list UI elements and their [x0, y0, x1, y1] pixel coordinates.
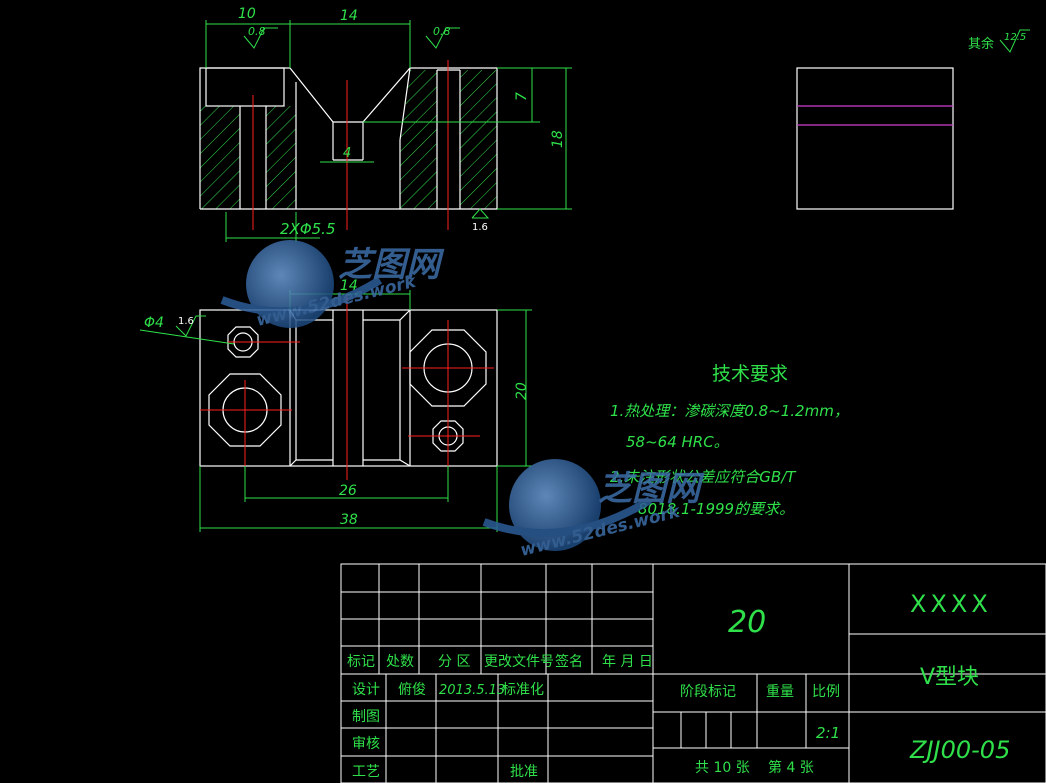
- hatch-left: [200, 106, 240, 209]
- rough-small-hole: 1.6: [178, 316, 194, 327]
- tb-designer-label: 设计: [352, 682, 380, 698]
- tb-header-0: 标记: [347, 654, 375, 670]
- dim-plan-groove: 14: [340, 278, 358, 294]
- title-block-text: 标记 处数 分 区 更改文件号 签名 年 月 日 设计 俯俊 2013.5.13…: [347, 590, 1010, 780]
- hatch-right: [460, 70, 497, 209]
- tb-process-label: 工艺: [352, 764, 380, 780]
- rough-bottom: 1.6: [472, 222, 488, 233]
- tb-company: XXXX: [910, 590, 992, 618]
- tb-sheets-total: 共 10 张: [695, 760, 750, 776]
- watermark-1: 芝图网 www.52des.work: [220, 240, 445, 331]
- tb-part-name: V型块: [920, 665, 979, 690]
- tb-sheet-index: 第 4 张: [768, 759, 814, 776]
- hex-left-large: [208, 373, 282, 447]
- tech-title: 技术要求: [712, 363, 788, 385]
- tech-line-3: 2.未注形状公差应符合GB/T: [610, 468, 797, 486]
- dim-height: 18: [550, 130, 566, 148]
- dim-hole-spec: 2XΦ5.5: [280, 220, 335, 238]
- rough-top-right: 0.8: [433, 25, 451, 38]
- dim-hole-spacing: 26: [339, 483, 357, 499]
- dim-groove-bottom: 4: [343, 146, 351, 161]
- hex-small-left: [227, 326, 259, 358]
- roughness-other-value: 12.5: [1004, 32, 1026, 43]
- tb-weight-label: 重量: [766, 684, 794, 700]
- tb-review-label: 审核: [352, 736, 380, 752]
- tech-line-2: 58~64 HRC。: [626, 433, 729, 451]
- side-view: [796, 67, 954, 210]
- watermark-brand-1: 芝图网: [338, 245, 445, 285]
- hex-right-large: [409, 329, 487, 407]
- plan-outline: [199, 309, 498, 467]
- hatch-right-inner: [400, 70, 437, 209]
- rough-top-left: 0.8: [248, 25, 266, 38]
- tb-draw-label: 制图: [352, 709, 380, 725]
- tb-approve-label: 批准: [510, 764, 538, 780]
- tb-drawing-no: ZJJ00-05: [909, 736, 1010, 764]
- tb-designer-name: 俯俊: [398, 682, 426, 698]
- tb-header-5: 年 月 日: [602, 654, 653, 670]
- front-outline: [199, 67, 498, 210]
- tb-header-3: 更改文件号: [484, 654, 554, 670]
- tech-line-4: 8018.1-1999的要求。: [638, 500, 794, 518]
- tb-material: 20: [728, 605, 766, 640]
- dim-top-left: 10: [238, 6, 256, 22]
- tb-stage-label: 阶段标记: [680, 684, 736, 700]
- tb-scale-label: 比例: [812, 684, 840, 700]
- title-block: [340, 563, 1046, 783]
- watermark-brand-2: 芝图网: [598, 469, 705, 509]
- hatch-left-inner: [266, 106, 296, 209]
- dim-plan-height: 20: [514, 382, 530, 400]
- tb-header-4: 签名: [555, 653, 583, 670]
- tb-header-1: 处数: [386, 654, 414, 670]
- front-view: [199, 60, 498, 230]
- hex-small-right: [432, 420, 464, 452]
- dim-small-hole: Φ4: [144, 315, 164, 331]
- roughness-other-label: 其余: [968, 36, 994, 52]
- counterbore-left: [205, 67, 285, 107]
- plan-view: [199, 295, 498, 480]
- dim-overall-length: 38: [340, 512, 358, 528]
- tb-standardize-label: 标准化: [502, 682, 544, 698]
- tb-scale-value: 2:1: [816, 724, 840, 742]
- tech-line-1: 1.热处理：渗碳深度0.8~1.2mm，: [610, 402, 849, 420]
- tb-header-2: 分 区: [438, 654, 470, 670]
- dim-depth: 7: [514, 92, 530, 101]
- dim-top-mid: 14: [340, 8, 358, 24]
- tech-requirements: 技术要求 1.热处理：渗碳深度0.8~1.2mm， 58~64 HRC。 2.未…: [610, 363, 849, 518]
- plan-dimensions: [139, 290, 532, 532]
- watermark-2: 芝图网 www.52des.work: [482, 459, 705, 561]
- tb-design-date: 2013.5.13: [439, 683, 505, 698]
- front-dimensions: [205, 20, 1030, 242]
